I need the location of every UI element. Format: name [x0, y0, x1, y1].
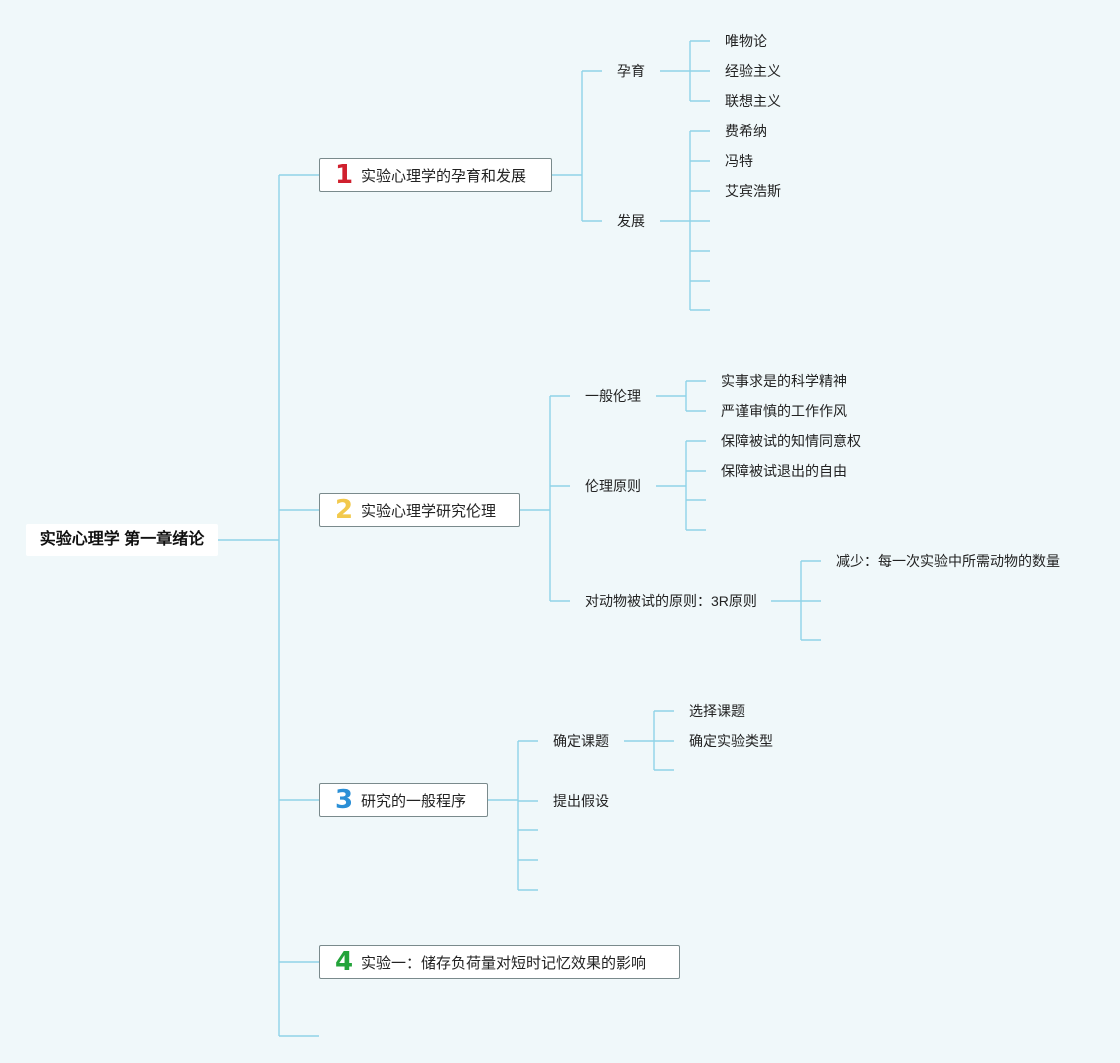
topic-2-label: 实验心理学研究伦理: [361, 502, 497, 520]
branch-hypothesis[interactable]: 提出假设: [553, 793, 609, 809]
topic-1-label: 实验心理学的孕育和发展: [361, 167, 527, 185]
leaf-reduction[interactable]: 减少：每一次实验中所需动物的数量: [836, 553, 1060, 569]
topic-4-number-badge: 4: [334, 947, 354, 977]
branch-animal-3r[interactable]: 对动物被试的原则：3R原则: [585, 593, 757, 609]
topic-1-number-badge: 1: [334, 160, 354, 190]
topic-3-node[interactable]: 3 研究的一般程序: [319, 783, 488, 817]
leaf-informed-consent[interactable]: 保障被试的知情同意权: [721, 433, 861, 449]
branch-ethics-principles[interactable]: 伦理原则: [585, 478, 641, 494]
leaf-freedom-to-withdraw[interactable]: 保障被试退出的自由: [721, 463, 847, 479]
leaf-experiment-type[interactable]: 确定实验类型: [689, 733, 773, 749]
leaf-ebbinghaus[interactable]: 艾宾浩斯: [725, 183, 781, 199]
root-node[interactable]: 实验心理学 第一章绪论: [26, 524, 218, 556]
leaf-fechner[interactable]: 费希纳: [725, 123, 767, 139]
branch-determine-topic[interactable]: 确定课题: [553, 733, 609, 749]
topic-3-number-badge: 3: [334, 785, 354, 815]
topic-2-number-badge: 2: [334, 495, 354, 525]
leaf-empiricism[interactable]: 经验主义: [725, 63, 781, 79]
branch-general-ethics[interactable]: 一般伦理: [585, 388, 641, 404]
topic-1-node[interactable]: 1 实验心理学的孕育和发展: [319, 158, 552, 192]
topic-3-label: 研究的一般程序: [361, 792, 467, 810]
leaf-rigorous-style[interactable]: 严谨审慎的工作作风: [721, 403, 847, 419]
topic-2-node[interactable]: 2 实验心理学研究伦理: [319, 493, 520, 527]
topic-4-label: 实验一：储存负荷量对短时记忆效果的影响: [361, 954, 647, 972]
leaf-scientific-spirit[interactable]: 实事求是的科学精神: [721, 373, 847, 389]
branch-incubation[interactable]: 孕育: [617, 63, 645, 79]
leaf-choose-topic[interactable]: 选择课题: [689, 703, 745, 719]
leaf-materialism[interactable]: 唯物论: [725, 33, 767, 49]
branch-development[interactable]: 发展: [617, 213, 645, 229]
topic-4-node[interactable]: 4 实验一：储存负荷量对短时记忆效果的影响: [319, 945, 680, 979]
leaf-wundt[interactable]: 冯特: [725, 153, 753, 169]
leaf-associationism[interactable]: 联想主义: [725, 93, 781, 109]
